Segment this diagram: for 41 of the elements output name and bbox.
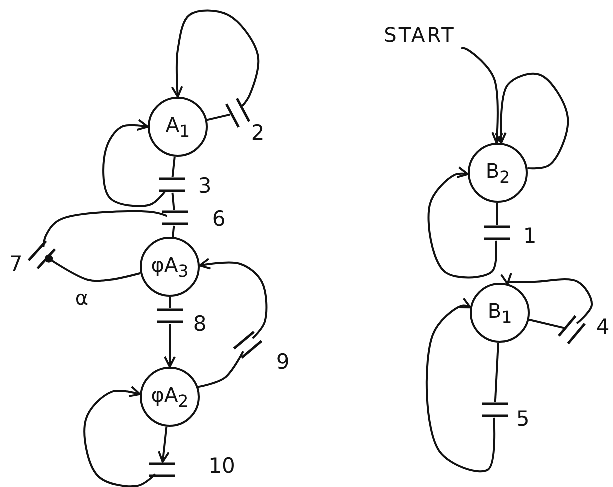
transition-number: 4 xyxy=(596,315,610,339)
arc-line xyxy=(169,297,171,308)
arc-arrow xyxy=(500,272,593,325)
transition-number: 9 xyxy=(276,350,290,374)
arc-line xyxy=(494,342,500,402)
place-label: φA$_{2}$ xyxy=(151,383,189,411)
arc-line xyxy=(172,156,176,178)
place-label: B$_{1}$ xyxy=(488,299,512,327)
transition-number: 7 xyxy=(9,252,23,276)
transition-symbol xyxy=(558,316,586,344)
arc-line xyxy=(172,192,176,210)
transition-number: 1 xyxy=(523,224,537,248)
arc-arrow xyxy=(461,47,504,144)
transition-symbol xyxy=(28,241,56,269)
arc-line xyxy=(206,114,230,122)
arc-arrow xyxy=(102,119,167,208)
arc-line xyxy=(42,210,168,248)
place-label: φA$_{3}$ xyxy=(151,253,189,281)
arc-arrow xyxy=(84,386,156,487)
arc-line xyxy=(496,202,498,226)
transition-number: 5 xyxy=(516,407,530,431)
arc-line xyxy=(528,318,564,330)
place-label: B$_{2}$ xyxy=(486,159,510,187)
arc-line xyxy=(172,226,176,238)
arc-arrow xyxy=(164,324,176,368)
transition-number: 8 xyxy=(193,312,207,336)
transition-number: 3 xyxy=(198,174,212,198)
transition-symbol xyxy=(224,99,252,127)
transition-number: 6 xyxy=(212,207,226,231)
arc-arrow xyxy=(158,426,170,464)
arc-arrow xyxy=(171,10,260,107)
arc-arrow xyxy=(494,73,570,170)
transition-number: 10 xyxy=(208,454,236,478)
place-label: A$_{1}$ xyxy=(166,113,190,141)
transition-symbol xyxy=(234,331,262,359)
arc-arrow xyxy=(428,166,498,279)
arc-arrow xyxy=(426,298,496,472)
transition-number: 2 xyxy=(251,121,265,145)
arc-line xyxy=(198,351,244,388)
arc-arrow xyxy=(198,258,268,340)
start-label: START xyxy=(384,23,456,47)
